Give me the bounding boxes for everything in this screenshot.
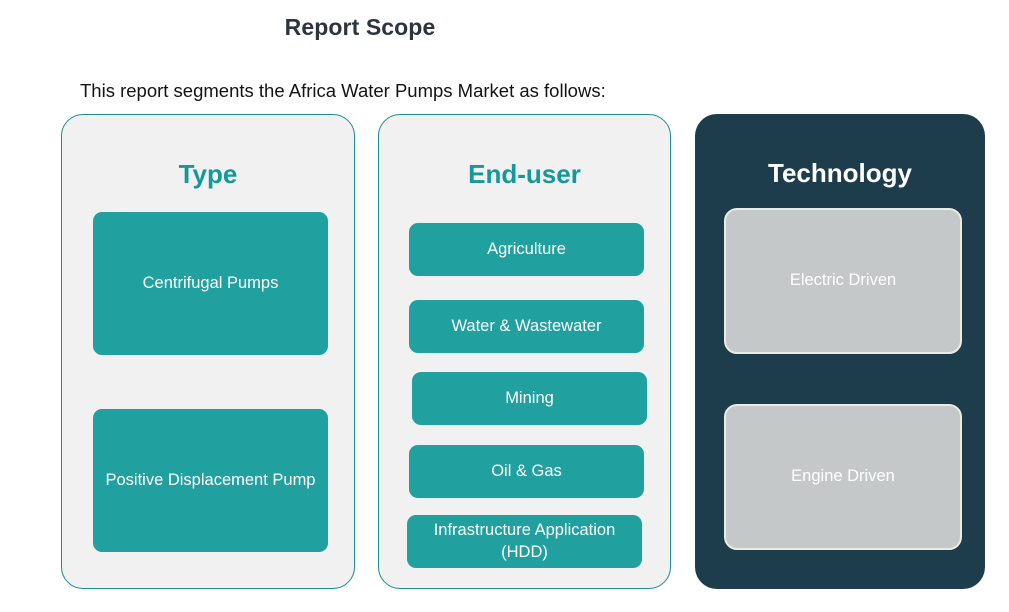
segment-heading-enduser: End-user: [468, 159, 581, 189]
segment-item-infrastructure-application-hdd[interactable]: Infrastructure Application (HDD): [407, 515, 642, 568]
segment-item-agriculture[interactable]: Agriculture: [409, 223, 644, 276]
page-subtitle: This report segments the Africa Water Pu…: [80, 80, 606, 101]
segment-item-positive-displacement-pump[interactable]: Positive Displacement Pump: [93, 409, 328, 552]
page-title: Report Scope: [284, 14, 436, 40]
segment-item-water-wastewater[interactable]: Water & Wastewater: [409, 300, 644, 353]
segment-heading-type: Type: [178, 159, 238, 189]
segment-item-centrifugal-pumps[interactable]: Centrifugal Pumps: [93, 212, 328, 355]
segment-item-oil-gas[interactable]: Oil & Gas: [409, 445, 644, 498]
segment-card-enduser: End-user Agriculture Water & Wastewater …: [378, 114, 671, 589]
segment-heading-technology: Technology: [768, 158, 912, 188]
segment-item-electric-driven[interactable]: Electric Driven: [724, 208, 962, 354]
segment-item-mining[interactable]: Mining: [412, 372, 647, 425]
segment-card-technology: Technology Electric Driven Engine Driven: [695, 114, 985, 589]
segment-card-type: Type Centrifugal Pumps Positive Displace…: [61, 114, 355, 589]
segment-item-engine-driven[interactable]: Engine Driven: [724, 404, 962, 550]
